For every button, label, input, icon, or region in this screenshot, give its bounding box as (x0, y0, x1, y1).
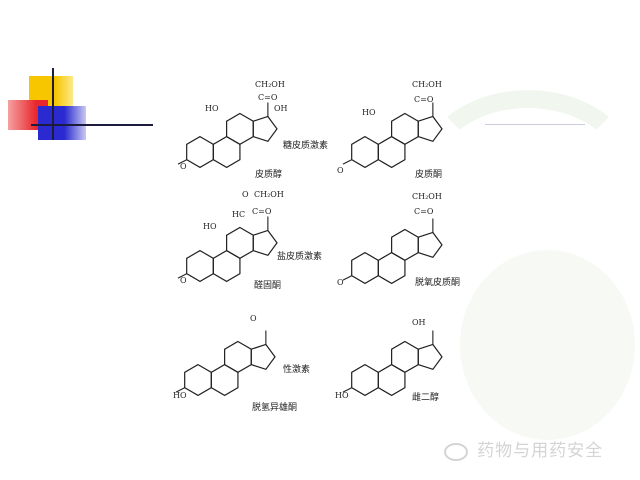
structure-dhea (175, 330, 276, 397)
substituent: O (337, 278, 344, 287)
group-label-sex-hormone: 性激素 (283, 365, 311, 375)
substituent: HO (335, 391, 349, 400)
compound-name: 脱氧皮质酮 (415, 278, 461, 288)
compound-name: 皮质酮 (415, 170, 443, 180)
compound-name: 脱氢异雄酮 (252, 403, 298, 413)
logo-blue-square (38, 106, 86, 140)
substituent: C=O (252, 207, 272, 216)
group-label-mineralocorticoid: 盐皮质激素 (277, 252, 323, 262)
substituent: O (242, 190, 249, 199)
compound-name: 雌二醇 (412, 393, 440, 403)
substituent: CH₂OH (412, 80, 442, 89)
substituent: CH₂OH (412, 192, 442, 201)
substituent: C=O (414, 95, 434, 104)
structure-aldosterone (177, 216, 278, 283)
structure-cortisol (177, 102, 278, 169)
structure-deoxycorticosterone (342, 218, 443, 285)
wechat-icon (444, 442, 468, 461)
structure-corticosterone (342, 102, 443, 169)
substituent: HO (203, 222, 217, 231)
substituent: CH₂OH (255, 80, 285, 89)
group-label-glucocorticoid: 糖皮质激素 (283, 141, 329, 151)
watermark-text: 药物与用药安全 (477, 441, 604, 461)
substituent: CH₂OH (254, 190, 284, 199)
compound-name: 醛固酮 (254, 281, 282, 291)
compound-name: 皮质醇 (255, 170, 283, 180)
substituent: HO (205, 104, 219, 113)
structure-estradiol (342, 330, 443, 397)
watermark: 药物与用药安全 (444, 436, 603, 461)
background-swoosh (460, 250, 635, 440)
logo-horizontal-line (31, 124, 153, 126)
substituent: HO (362, 108, 376, 117)
divider-line (485, 124, 585, 125)
substituent: C=O (258, 93, 278, 102)
substituent: HO (173, 391, 187, 400)
substituent: C=O (414, 207, 434, 216)
substituent: OH (412, 318, 426, 327)
substituent: OH (274, 104, 288, 113)
substituent: HC (232, 210, 246, 219)
substituent: O (180, 276, 187, 285)
logo-vertical-line (52, 68, 54, 140)
substituent: O (180, 162, 187, 171)
substituent: O (337, 166, 344, 175)
substituent: O (250, 314, 257, 323)
